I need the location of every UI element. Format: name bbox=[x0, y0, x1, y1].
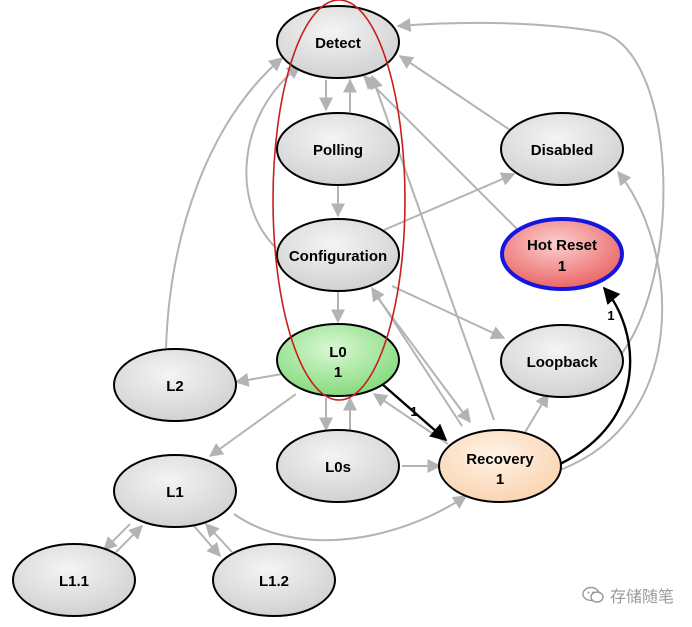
edge-recovery-to-configuration bbox=[371, 286, 463, 427]
state-l1: L1 bbox=[113, 454, 237, 528]
edge-recovery-to-disabled bbox=[559, 170, 664, 471]
state-recovery: Recovery 1 bbox=[438, 429, 562, 503]
state-hot-reset-label: Hot Reset bbox=[527, 237, 597, 254]
state-disabled-label: Disabled bbox=[531, 142, 594, 159]
state-l0-count: 1 bbox=[334, 364, 342, 381]
state-detect: Detect bbox=[276, 5, 400, 79]
edge-hot-reset-to-detect bbox=[363, 75, 519, 231]
state-l0s: L0s bbox=[276, 429, 400, 503]
wechat-icon bbox=[582, 586, 604, 603]
edge-l1-to-l1-2 bbox=[193, 525, 221, 558]
state-l1-1-label: L1.1 bbox=[59, 573, 89, 590]
edge-l1-to-l1-1 bbox=[103, 523, 131, 551]
state-l0s-label: L0s bbox=[325, 459, 351, 476]
watermark: 存储随笔 bbox=[582, 583, 674, 607]
state-detect-label: Detect bbox=[315, 35, 361, 52]
edge-recovery-to-hot-reset bbox=[559, 286, 632, 466]
state-loopback: Loopback bbox=[500, 324, 624, 398]
highlight-ellipse bbox=[272, 0, 406, 401]
edge-configuration-to-detect bbox=[245, 65, 302, 249]
edge-configuration-to-loopback bbox=[391, 285, 506, 340]
edge-recovery-to-loopback bbox=[523, 392, 549, 435]
state-hot-reset-count: 1 bbox=[558, 258, 566, 275]
state-disabled: Disabled bbox=[500, 112, 624, 186]
state-recovery-label: Recovery bbox=[466, 451, 534, 468]
edge-l1-1-to-l1 bbox=[115, 525, 143, 553]
state-configuration-label: Configuration bbox=[289, 248, 387, 265]
state-hot-reset: Hot Reset 1 bbox=[500, 217, 624, 291]
edge-l0-to-l2 bbox=[234, 372, 283, 387]
state-recovery-count: 1 bbox=[496, 471, 504, 488]
state-loopback-label: Loopback bbox=[527, 354, 598, 371]
state-l1-2-label: L1.2 bbox=[259, 573, 289, 590]
edge-label-recovery-to-hot-reset: 1 bbox=[607, 308, 614, 323]
edge-l1-to-recovery bbox=[233, 495, 468, 542]
edge-configuration-to-disabled bbox=[383, 172, 516, 231]
edge-loopback-to-detect bbox=[396, 18, 665, 357]
state-l0-label: L0 bbox=[329, 344, 347, 361]
state-l1-1: L1.1 bbox=[12, 543, 136, 617]
edge-disabled-to-detect bbox=[398, 55, 511, 131]
edge-l2-to-detect bbox=[165, 57, 284, 349]
state-l1-2: L1.2 bbox=[212, 543, 336, 617]
watermark-text: 存储随笔 bbox=[609, 587, 674, 606]
edge-l1-2-to-l1 bbox=[205, 522, 233, 553]
state-polling: Polling bbox=[276, 112, 400, 186]
state-l0: L0 1 bbox=[276, 323, 400, 397]
edge-l0-to-l1 bbox=[208, 393, 297, 457]
state-l2-label: L2 bbox=[166, 378, 184, 395]
state-l2: L2 bbox=[113, 348, 237, 422]
edge-l0-to-recovery bbox=[381, 383, 448, 442]
edge-label-l0-to-recovery: 1 bbox=[410, 404, 417, 419]
state-configuration: Configuration bbox=[276, 218, 400, 292]
state-l1-label: L1 bbox=[166, 484, 184, 501]
active-edges bbox=[381, 286, 632, 466]
edges bbox=[103, 18, 665, 558]
edge-recovery-to-l0 bbox=[372, 393, 449, 445]
state-polling-label: Polling bbox=[313, 142, 363, 159]
